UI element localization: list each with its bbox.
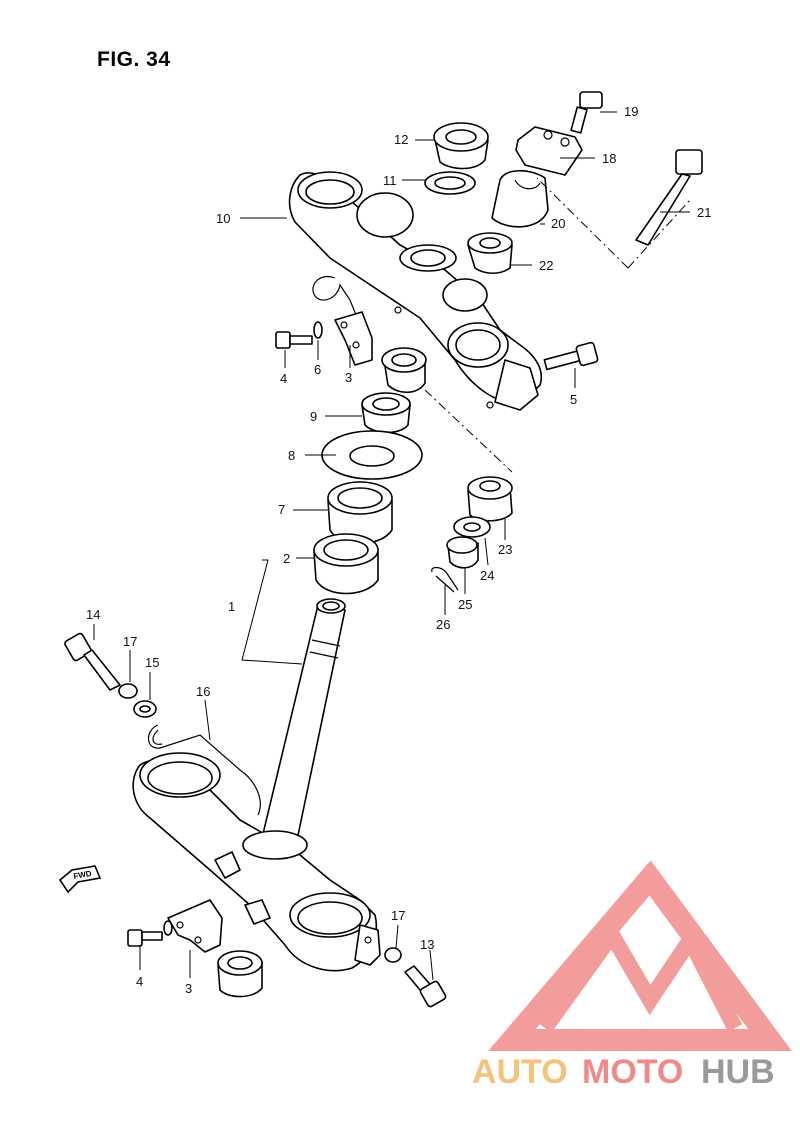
brand-moto: MOTO: [582, 1053, 683, 1091]
callout-10: 10: [216, 211, 230, 226]
callout-17-left: 17: [123, 634, 137, 649]
callout-2: 2: [283, 551, 290, 566]
handlebar-holder-upper: [515, 126, 583, 176]
callout-21: 21: [697, 205, 711, 220]
callout-15: 15: [145, 655, 159, 670]
handlebar-holder-lower: [491, 169, 549, 228]
callout-3-lower: 3: [185, 981, 192, 996]
cushion-23: [467, 476, 513, 522]
washer-17-right: [384, 947, 402, 963]
bearing-7: [327, 481, 393, 545]
washer-17-left: [118, 683, 138, 699]
callout-1: 1: [228, 599, 235, 614]
bushing-lower: [217, 950, 263, 998]
callout-5: 5: [570, 392, 577, 407]
figure-title: FIG. 34: [97, 48, 171, 71]
brand-hub: HUB: [701, 1053, 775, 1091]
bearing-2: [313, 533, 379, 595]
leader-lines: [93, 111, 690, 981]
steering-stem-nut: [433, 122, 489, 170]
callout-8: 8: [288, 448, 295, 463]
callout-4-upper: 4: [280, 371, 287, 386]
callout-19: 19: [624, 104, 638, 119]
bolt-19: [570, 91, 603, 134]
bolt-4-lower: [127, 920, 173, 947]
callout-3-upper: 3: [345, 370, 352, 385]
wire-clip-upper: [312, 275, 359, 321]
callout-labels: 1 2 3 3 4 4 5 6 7 8 9 10 11 12 13 14 15 …: [86, 104, 711, 996]
wire-clip-lower: [147, 724, 261, 816]
bolt-5: [543, 341, 599, 371]
callout-25: 25: [458, 597, 472, 612]
cotter-pin: [431, 566, 459, 593]
callout-13: 13: [420, 937, 434, 952]
callout-20: 20: [551, 216, 565, 231]
forward-arrow-icon: FWD: [58, 865, 102, 896]
callout-17-right: 17: [391, 908, 405, 923]
bolt-21: [635, 149, 703, 246]
bushing-upper: [381, 347, 427, 394]
fwd-label: FWD: [73, 869, 93, 881]
callout-24: 24: [480, 568, 494, 583]
upper-bracket: [288, 171, 542, 411]
callout-12: 12: [394, 132, 408, 147]
callout-23: 23: [498, 542, 512, 557]
bolt-14: [64, 632, 121, 691]
bolt-13: [404, 965, 447, 1008]
cable-clamp-upper: [334, 311, 373, 366]
callout-7: 7: [278, 502, 285, 517]
bolt-4-upper: [275, 321, 323, 349]
callout-26: 26: [436, 617, 450, 632]
adjuster-nut: [361, 392, 411, 434]
callout-22: 22: [539, 258, 553, 273]
brand-auto: AUTO: [472, 1053, 568, 1091]
callout-18: 18: [602, 151, 616, 166]
cushion-22: [467, 232, 513, 275]
callout-6: 6: [314, 362, 321, 377]
nut-25: [446, 536, 479, 569]
brand-logo: [488, 860, 792, 1051]
lower-bracket: [132, 752, 381, 972]
cable-clamp-lower: [167, 899, 223, 953]
callout-14: 14: [86, 607, 100, 622]
callout-11: 11: [383, 173, 397, 188]
callout-16: 16: [196, 684, 210, 699]
callout-9: 9: [310, 409, 317, 424]
steering-stem: [261, 598, 346, 846]
callout-4-lower: 4: [136, 974, 143, 989]
